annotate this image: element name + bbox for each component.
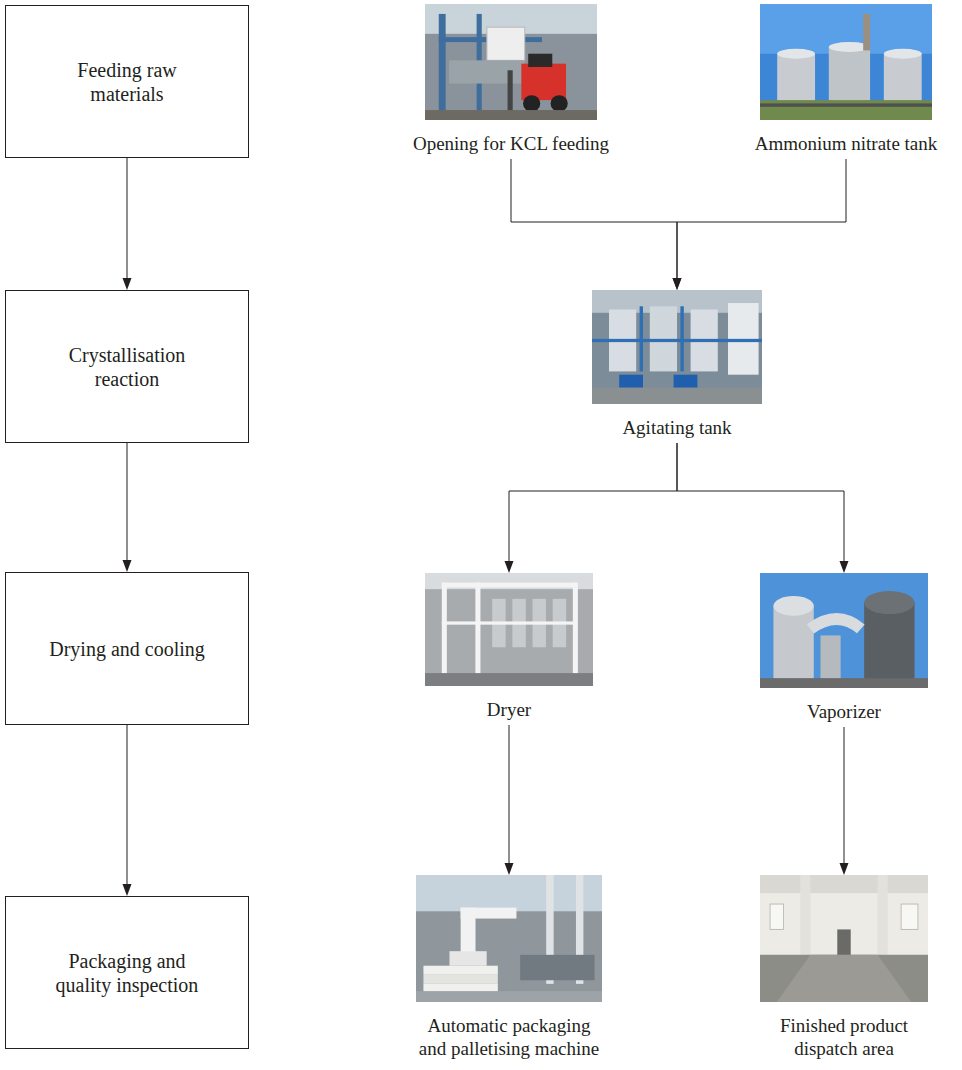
photo-node: Finished product dispatch area xyxy=(759,875,929,1064)
photo xyxy=(425,573,593,686)
photo-caption: Automatic packaging and palletising mach… xyxy=(413,1014,606,1060)
process-box: Drying and cooling xyxy=(5,572,249,725)
process-box: Feeding raw materials xyxy=(5,5,249,158)
process-box: Packaging and quality inspection xyxy=(5,896,249,1049)
flow-arrow xyxy=(840,727,849,875)
process-box: Crystallisation reaction xyxy=(5,290,249,443)
flow-arrow xyxy=(505,725,514,875)
photo-node: Automatic packaging and palletising mach… xyxy=(413,875,606,1064)
step-label: Packaging and quality inspection xyxy=(46,949,208,997)
photo-node: Dryer xyxy=(419,573,599,725)
flow-arrow xyxy=(505,443,678,573)
step-label: Crystallisation reaction xyxy=(46,343,208,391)
flow-arrow xyxy=(677,443,849,573)
photo xyxy=(760,573,928,688)
flow-arrow xyxy=(123,443,132,572)
photo-caption: Agitating tank xyxy=(577,416,777,439)
photo-node: Agitating tank xyxy=(577,290,777,443)
flow-arrow xyxy=(123,158,132,290)
photo-caption: Dryer xyxy=(419,698,599,721)
photo xyxy=(760,875,928,1002)
flow-arrow xyxy=(511,159,682,290)
photo xyxy=(592,290,762,404)
photo-node: Ammonium nitrate tank xyxy=(743,4,949,159)
photo xyxy=(760,4,932,120)
photo xyxy=(416,875,602,1002)
photo-caption: Finished product dispatch area xyxy=(759,1014,929,1060)
step-label: Feeding raw materials xyxy=(46,58,208,106)
photo-caption: Opening for KCL feeding xyxy=(395,132,627,155)
flow-arrow xyxy=(123,725,132,896)
photo xyxy=(425,4,597,120)
flow-arrow xyxy=(673,159,847,290)
photo-caption: Ammonium nitrate tank xyxy=(743,132,949,155)
photo-node: Vaporizer xyxy=(754,573,934,727)
step-label: Drying and cooling xyxy=(49,637,205,661)
photo-node: Opening for KCL feeding xyxy=(395,4,627,159)
photo-caption: Vaporizer xyxy=(754,700,934,723)
